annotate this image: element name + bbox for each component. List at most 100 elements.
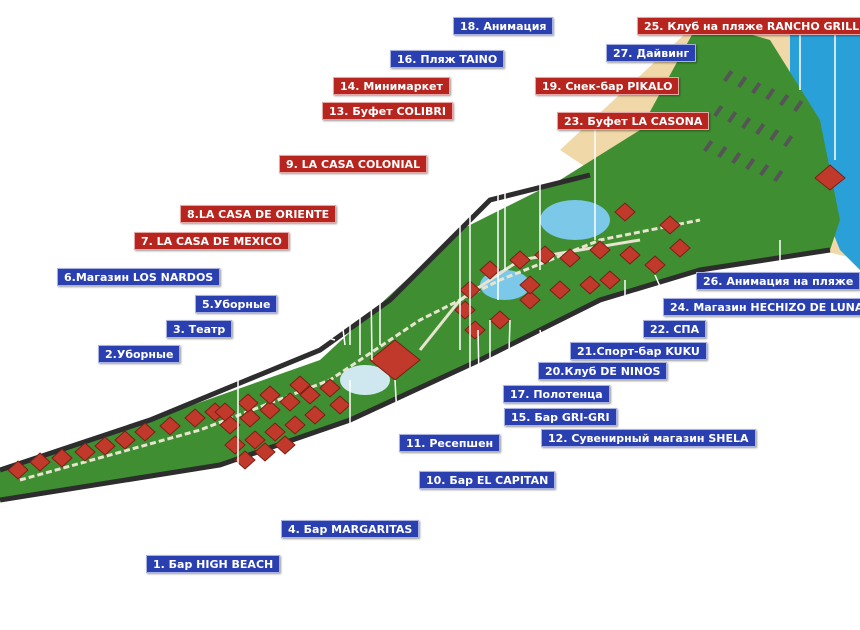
building-roof [619,245,641,265]
building-roof [29,452,51,472]
label-restrooms-2: 2.Уборные [98,345,181,363]
building-roof [304,405,326,425]
building-roof [519,275,541,295]
building-roof [134,422,156,442]
building-roof [274,435,296,455]
sun-lounger [759,163,770,177]
label-theatre: 3. Театр [166,320,233,338]
label-spa: 22. СПА [643,320,707,338]
building-roof [264,422,286,442]
sun-lounger [717,145,728,159]
label-restrooms-5: 5.Уборные [195,295,278,313]
building-roof [329,395,351,415]
sun-lounger [703,140,714,153]
building-roof [237,393,259,413]
leader-line [477,329,540,430]
beach-loungers [703,69,804,183]
building-roof [509,250,531,270]
building-roof [7,460,29,480]
label-bar-margaritas: 4. Бар MARGARITAS [281,520,420,538]
building-roof [159,416,181,436]
sun-lounger [769,128,780,142]
building-roof [659,215,681,235]
label-casa-colonial: 9. LA CASA COLONIAL [279,155,428,173]
sun-lounger [723,69,734,83]
sun-lounger [727,110,738,124]
building-roof [289,375,311,395]
building-roof [614,202,636,222]
building-roof [479,260,501,280]
leader-line [470,67,499,300]
label-reception: 11. Ресепшен [399,434,501,452]
label-sport-bar-kuku: 21.Спорт-бар KUKU [570,342,707,360]
label-bar-high-beach: 1. Бар HIGH BEACH [146,555,281,573]
label-casa-de-mexico: 7. LA CASA DE MEXICO [134,232,289,250]
border-north [0,172,591,473]
sun-lounger [751,81,762,95]
building-roof [214,402,236,422]
label-shop-los-nardos: 6.Магазин LOS NARDOS [57,268,221,286]
label-club-de-ninos: 20.Клуб DE NINOS [538,362,668,380]
building-roof [669,238,691,258]
building-roof [279,392,301,412]
leader-line [654,274,666,299]
building-roof [489,310,511,330]
sun-lounger [731,151,742,165]
building-roof [559,248,581,268]
label-diving: 27. Дайвинг [606,44,697,62]
building-roof [644,255,666,275]
building-roof [519,290,541,310]
leader-line [539,329,546,363]
building-roof [284,415,306,435]
building-roof [259,385,281,405]
sun-lounger [783,135,794,148]
building-roof [74,442,96,462]
label-souvenir-shela: 12. Сувенирный магазин SHELA [541,429,756,447]
leader-line [204,354,239,555]
building-roof [244,430,266,450]
leader-line [394,379,420,472]
label-bar-gri-gri: 15. Бар GRI-GRI [504,408,617,426]
building-roof [224,435,246,455]
sun-lounger [713,104,724,118]
path-main [19,218,701,482]
lagoon [540,200,610,240]
label-bar-el-capitan: 10. Бар EL CAPITAN [419,471,556,489]
pool-theatre [340,365,390,395]
building-roof [299,385,321,405]
building-roof [589,240,611,260]
label-buffet-la-casona: 23. Буфет LA CASONA [557,112,710,130]
building-roof [51,448,73,468]
label-towels: 17. Полотенца [503,385,610,403]
sun-lounger [745,157,756,171]
grass-area [0,20,840,500]
label-shop-hechizo-de-luna: 24. Магазин HECHIZO DE LUNA [663,298,860,316]
building-roof [94,436,116,456]
building-roof [184,408,206,428]
sun-lounger [737,76,748,89]
leader-line [450,109,471,434]
sun-lounger [773,169,784,183]
building-roof [549,280,571,300]
building-roof [114,430,136,450]
building-roof [319,378,341,398]
sun-lounger [755,122,766,136]
building-roof [254,442,276,462]
label-snack-pikalo: 19. Снек-бар PIKALO [535,77,680,95]
buildings [7,202,691,480]
leader-line [259,302,346,346]
label-beach-taino: 16. Пляж TAINO [390,50,505,68]
label-buffet-colibri: 13. Буфет COLIBRI [322,102,453,120]
sun-lounger [741,117,752,130]
building-roof [259,400,281,420]
border-south [0,247,831,503]
building-roof [599,270,621,290]
leader-line [489,320,500,409]
label-rancho-grill: 25. Клуб на пляже RANCHO GRILL [637,17,860,35]
rancho-grill-roof [814,164,846,191]
sun-lounger [793,99,804,113]
label-casa-de-oriente: 8.LA CASA DE ORIENTE [180,205,337,223]
label-minimarket: 14. Минимаркет [333,77,450,95]
building-roof [579,275,601,295]
